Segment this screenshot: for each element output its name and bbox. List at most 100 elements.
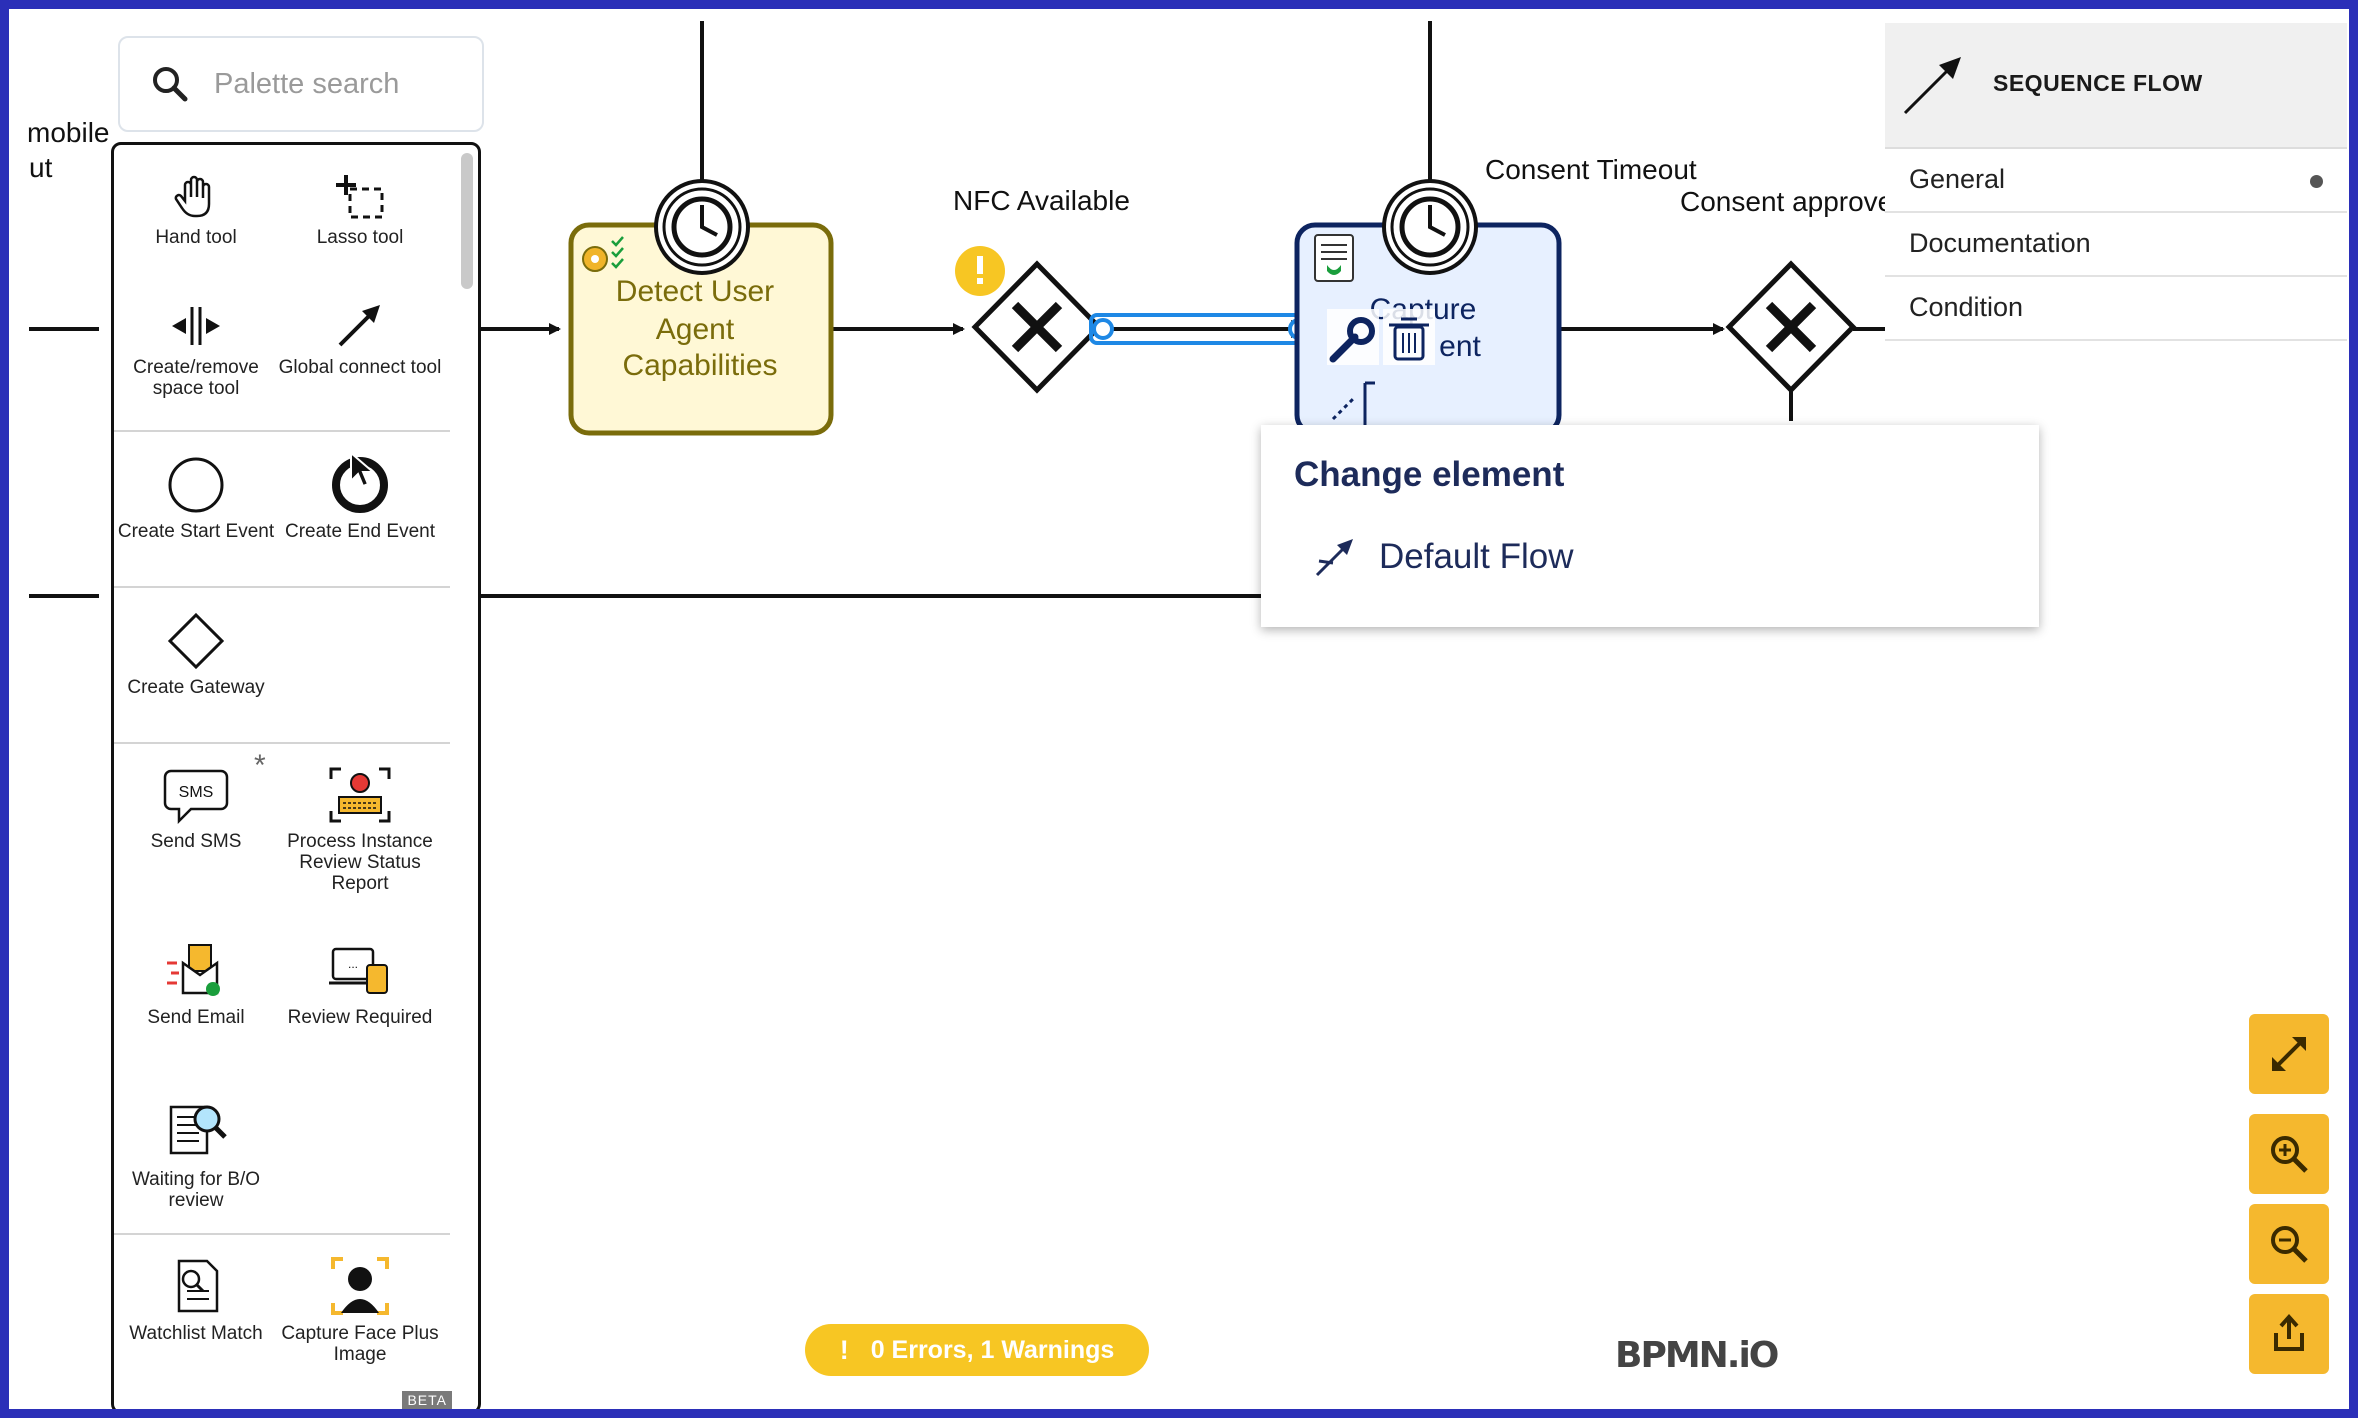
status-report-icon [329, 767, 391, 823]
palette-search-input[interactable] [212, 66, 466, 102]
lint-status-button[interactable]: ! 0 Errors, 1 Warnings [805, 1324, 1149, 1376]
palette-status-report-label: Process Instance Review Status Report [287, 831, 433, 894]
lint-status-text: 0 Errors, 1 Warnings [870, 1335, 1115, 1364]
palette-watchlist-label: Watchlist Match [129, 1323, 263, 1344]
group-documentation[interactable]: Documentation [1885, 213, 2347, 277]
palette-hand-tool[interactable]: Hand tool [114, 171, 278, 248]
hand-icon [174, 175, 211, 218]
sms-icon: SMS [163, 769, 229, 825]
group-condition[interactable]: Condition [1885, 277, 2347, 341]
palette-create-start-event[interactable]: Create Start Event [114, 455, 278, 542]
search-icon [153, 67, 188, 102]
label-nfc-available[interactable]: NFC Available [953, 185, 1130, 216]
palette-create-gateway[interactable]: Create Gateway [114, 611, 278, 698]
palette-watchlist-match[interactable]: Watchlist Match [114, 1255, 278, 1344]
partial-label-line-1: mobile [27, 117, 110, 148]
zoom-out-icon [2271, 1226, 2308, 1263]
palette-lasso-tool-label: Lasso tool [316, 227, 404, 248]
palette-review-required[interactable]: ... Review Required [278, 941, 442, 1028]
connect-icon[interactable] [1331, 381, 1375, 425]
review-icon: ... [329, 947, 388, 994]
group-documentation-label: Documentation [1909, 228, 2091, 258]
palette-start-event-label: Create Start Event [117, 521, 275, 542]
palette-capture-face-label: Capture Face Plus Image [281, 1323, 439, 1365]
diagram-svg[interactable]: Detect User Agent Capabilities [29, 9, 2349, 1418]
palette-send-sms-label: Send SMS [150, 831, 242, 852]
bpmn-io-logo[interactable]: BPMN.iO [1615, 1335, 1779, 1376]
label-consent-approved[interactable]: Consent approve [1680, 186, 1894, 217]
default-flow-icon [1315, 539, 1353, 577]
task-capture-label-line-2: ent [1439, 330, 1481, 363]
zoom-in-icon [2271, 1136, 2308, 1173]
palette-lasso-tool[interactable]: Lasso tool [278, 171, 442, 248]
start-event-icon [168, 457, 224, 513]
context-pad[interactable] [1327, 309, 1435, 425]
palette-scrollbar[interactable] [458, 151, 474, 1407]
palette[interactable]: Hand tool Lasso tool Create/remove space… [111, 142, 481, 1409]
face-capture-icon [331, 1257, 389, 1315]
gateway-icon [167, 612, 225, 670]
properties-title: SEQUENCE FLOW [1993, 70, 2203, 96]
palette-send-email-label: Send Email [147, 1007, 245, 1028]
group-active-indicator [2310, 175, 2323, 188]
exclusive-gateway-consent[interactable] [1725, 260, 1857, 394]
palette-space-tool-label: Create/remove space tool [133, 357, 259, 399]
email-icon [167, 944, 220, 996]
palette-global-connect-label: Global connect tool [278, 357, 442, 378]
timer-event-consent-timeout[interactable] [1382, 179, 1478, 275]
palette-send-email[interactable]: Send Email [114, 941, 278, 1028]
palette-scroll-thumb[interactable] [461, 153, 473, 289]
task-detect-label-line-3: Capabilities [622, 349, 777, 382]
palette-hand-tool-label: Hand tool [155, 227, 237, 248]
palette-waiting-bo-review[interactable]: Waiting for B/O review [114, 1097, 278, 1211]
task-detect-label-line-1: Detect User [616, 275, 774, 308]
export-button[interactable] [2249, 1294, 2329, 1374]
zoom-out-button[interactable] [2249, 1204, 2329, 1284]
palette-separator [114, 742, 450, 744]
beta-badge: BETA [402, 1391, 452, 1409]
palette-send-sms[interactable]: SMS Send SMS [114, 765, 278, 852]
warning-badge-icon[interactable] [955, 246, 1005, 296]
popup-title: Change element [1294, 455, 1565, 494]
palette-waiting-bo-label: Waiting for B/O review [131, 1169, 261, 1211]
palette-gateway-label: Create Gateway [127, 677, 265, 698]
palette-separator [114, 586, 450, 588]
document-task-icon [1314, 234, 1354, 282]
fullscreen-icon [2272, 1037, 2306, 1071]
service-task-icon [582, 236, 624, 272]
change-element-popup[interactable]: Change element Default Flow [1261, 425, 2039, 627]
watchlist-icon [177, 1259, 219, 1313]
palette-separator [114, 430, 450, 432]
popup-entry-label: Default Flow [1379, 537, 1574, 576]
group-condition-label: Condition [1909, 292, 2024, 322]
label-consent-timeout[interactable]: Consent Timeout [1485, 154, 1697, 185]
connect-arrow-icon [338, 305, 380, 347]
svg-text:...: ... [348, 957, 358, 971]
exclusive-gateway-nfc[interactable] [971, 260, 1103, 394]
zoom-in-button[interactable] [2249, 1114, 2329, 1194]
palette-space-tool[interactable]: Create/remove space tool [114, 301, 278, 399]
properties-panel[interactable]: SEQUENCE FLOW General Documentation Cond… [1885, 23, 2347, 341]
palette-status-report[interactable]: Process Instance Review Status Report [278, 765, 442, 894]
lasso-icon [336, 175, 384, 219]
trash-icon[interactable] [1389, 317, 1429, 361]
timer-event-icon[interactable] [654, 179, 750, 275]
svg-text:SMS: SMS [179, 784, 214, 801]
palette-global-connect-tool[interactable]: Global connect tool [278, 301, 442, 378]
fullscreen-button[interactable] [2249, 1014, 2329, 1094]
partial-label-line-2: ut [29, 152, 53, 183]
export-icon [2274, 1313, 2304, 1351]
palette-capture-face[interactable]: Capture Face Plus Image [278, 1255, 442, 1365]
task-detect-label-line-2: Agent [656, 313, 735, 346]
wrench-icon[interactable] [1329, 317, 1375, 363]
palette-search[interactable] [118, 36, 484, 132]
properties-header: SEQUENCE FLOW [1885, 23, 2347, 149]
mouse-cursor-icon [350, 451, 376, 488]
popup-entry-default-flow[interactable]: Default Flow [1311, 529, 1574, 585]
space-tool-icon [172, 307, 220, 345]
asterisk-mark: * [254, 749, 266, 782]
palette-end-event-label: Create End Event [285, 521, 435, 542]
group-general-label: General [1909, 164, 2006, 194]
group-general[interactable]: General [1885, 149, 2347, 213]
